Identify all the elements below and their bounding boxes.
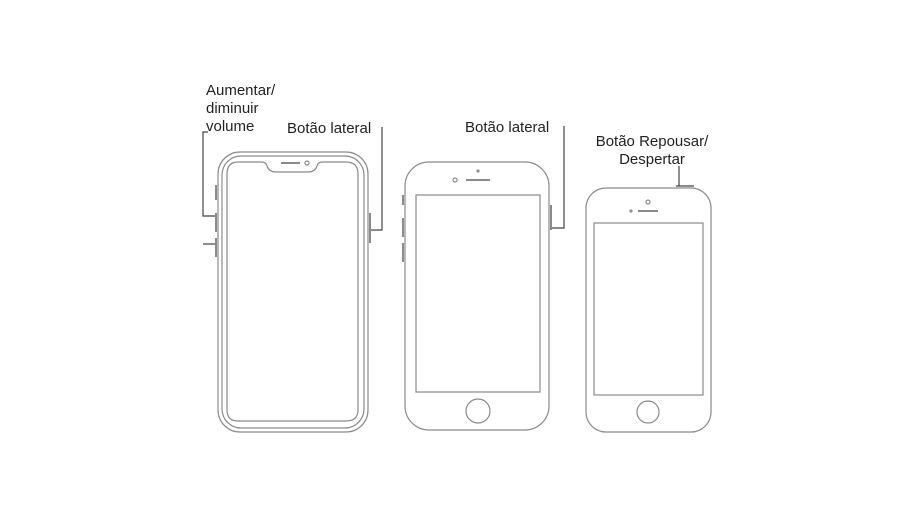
label-side-button-8: Botão lateral — [465, 119, 550, 136]
leader-side-8 — [552, 126, 565, 229]
label-side-button-x: Botão lateral — [287, 120, 372, 137]
label-volume: Aumentar/ diminuir volume — [206, 82, 276, 135]
leader-volume — [202, 131, 215, 217]
label-sleep-wake: Botão Repousar/ Despertar — [595, 133, 709, 168]
face-id-iphone — [215, 151, 371, 433]
leader-side-x — [371, 127, 383, 231]
home-button-iphone-large — [402, 161, 552, 431]
home-button-iphone-small — [585, 185, 712, 433]
